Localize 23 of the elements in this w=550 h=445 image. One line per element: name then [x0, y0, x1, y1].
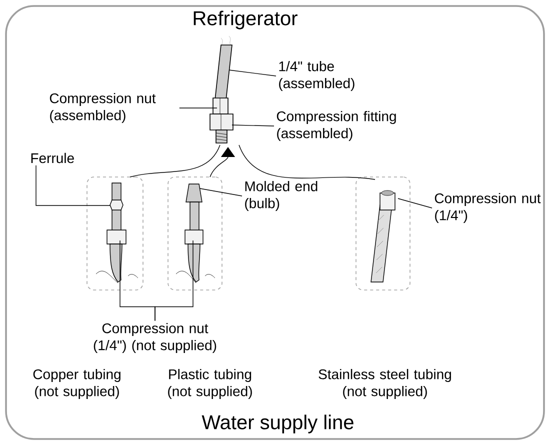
leader-line — [154, 240, 194, 322]
title: Refrigerator — [194, 10, 298, 30]
leader-line — [232, 124, 274, 126]
leader-line — [398, 198, 432, 208]
part-label: Molded end (bulb) — [245, 180, 318, 212]
part-label: 1/4" tube (assembled) — [279, 60, 354, 92]
tubing-group — [356, 176, 410, 290]
leader-line — [200, 188, 242, 196]
tubing-label: Stainless steel tubing (not supplied) — [318, 368, 451, 399]
connector-curve — [130, 144, 220, 178]
part-label: Compression nut (assembled) — [50, 92, 156, 124]
part-label: Compression fitting (assembled) — [276, 110, 396, 142]
tubing-group — [168, 176, 222, 290]
tubing-label: Copper tubing (not supplied) — [33, 368, 120, 399]
connector-curve — [238, 144, 376, 180]
tubing-group — [86, 176, 144, 290]
part-label: Compression nut (1/4") (not supplied) — [94, 322, 216, 354]
part-label: Ferrule — [31, 152, 74, 164]
tubing-label: Plastic tubing (not supplied) — [168, 368, 252, 399]
fitting-drawing — [210, 36, 234, 144]
part-label: Compression nut (1/4") — [434, 192, 541, 224]
leader-line — [228, 70, 276, 76]
caption: Water supply line — [202, 414, 354, 434]
